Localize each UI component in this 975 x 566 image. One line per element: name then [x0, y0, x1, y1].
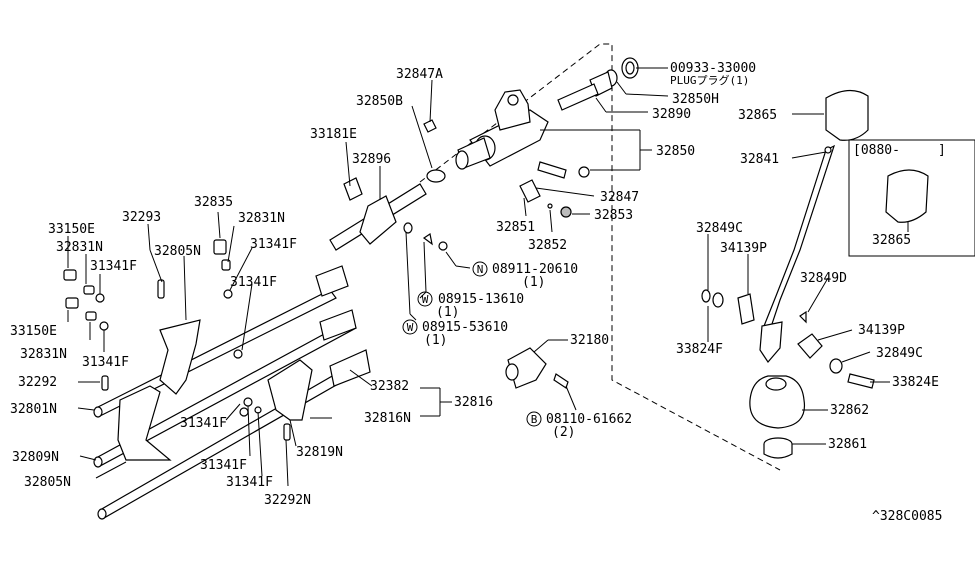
label-08911-20610: 08911-20610	[492, 262, 578, 277]
label-08915-53610: 08915-53610	[422, 320, 508, 335]
clip-32847A	[423, 119, 437, 133]
label-32865-inset: 32865	[872, 233, 911, 248]
shift-brackets	[315, 265, 371, 387]
label-08110-qty: (2)	[552, 425, 575, 440]
label-34139P-bottom: 34139P	[858, 323, 905, 338]
label-32292: 32292	[18, 375, 57, 390]
leader-lines	[67, 67, 909, 487]
label-32847A: 32847A	[396, 67, 443, 82]
shift-fork-1	[159, 319, 201, 395]
label-31341F-1: 31341F	[250, 237, 297, 252]
label-32382: 32382	[370, 379, 409, 394]
label-08911-qty: (1)	[522, 275, 545, 290]
label-32847: 32847	[600, 190, 639, 205]
label-31341F-4: 31341F	[82, 355, 129, 370]
seal-32850B	[426, 169, 446, 183]
label-32293: 32293	[122, 210, 161, 225]
switch-32180	[505, 347, 569, 389]
ring-32861	[763, 437, 793, 459]
shift-lever-32841	[759, 144, 836, 363]
inset-knob-32865	[885, 169, 929, 223]
interlock-balls	[95, 289, 262, 417]
label-32292N: 32292N	[264, 493, 311, 508]
label-08915-13610-qty: (1)	[436, 305, 459, 320]
label-32831N-bottom: 32831N	[20, 347, 67, 362]
shift-fork-3	[267, 359, 313, 421]
label-32853: 32853	[594, 208, 633, 223]
label-32816N: 32816N	[364, 411, 411, 426]
label-08915-53610-qty: (1)	[424, 333, 447, 348]
label-00933-33000: 00933-33000	[670, 61, 756, 76]
label-plug: PLUGプラグ(1)	[670, 73, 749, 87]
circled-letter-B: B	[526, 411, 542, 427]
label-32890: 32890	[652, 107, 691, 122]
circled-letter-W-1: W	[417, 291, 433, 307]
assembly-boundary	[419, 43, 781, 471]
shift-control-housing	[455, 89, 549, 170]
shift-fork-2	[117, 385, 172, 461]
label-32851: 32851	[496, 220, 535, 235]
label-32850B: 32850B	[356, 94, 403, 109]
label-32801N: 32801N	[10, 402, 57, 417]
label-32849C-bottom: 32849C	[876, 346, 923, 361]
label-32852: 32852	[528, 238, 567, 253]
label-32896: 32896	[352, 152, 391, 167]
boot-32862	[749, 375, 806, 429]
label-32849D: 32849D	[800, 271, 847, 286]
striking-rod-32896	[329, 177, 427, 251]
label-inset-code: [0880-	[853, 143, 900, 158]
label-31341F-7: 31341F	[226, 475, 273, 490]
svg-text:B: B	[531, 413, 538, 426]
rod-32850H	[557, 69, 618, 111]
circled-letter-N: N	[472, 261, 488, 277]
label-33150E-bottom: 33150E	[10, 324, 57, 339]
label-33824F: 33824F	[676, 342, 723, 357]
small-parts-32847-32853	[519, 161, 590, 218]
label-32816: 32816	[454, 395, 493, 410]
washers-08915	[403, 222, 448, 251]
circled-letter-W-2: W	[402, 319, 418, 335]
svg-text:N: N	[477, 263, 484, 276]
shift-knob-32865	[825, 89, 869, 141]
label-32819N: 32819N	[296, 445, 343, 460]
label-32835: 32835	[194, 195, 233, 210]
label-31341F-6: 31341F	[200, 458, 247, 473]
inset-box	[848, 139, 975, 257]
plug-part	[621, 57, 639, 79]
label-33181E: 33181E	[310, 127, 357, 142]
diagram-code: ^328C0085	[872, 509, 942, 524]
label-31341F-3: 31341F	[230, 275, 277, 290]
label-32180: 32180	[570, 333, 609, 348]
label-32805N-top: 32805N	[154, 244, 201, 259]
label-34139P-top: 34139P	[720, 241, 767, 256]
label-32862: 32862	[830, 403, 869, 418]
label-32849C-top: 32849C	[696, 221, 743, 236]
plugs-springs	[63, 239, 291, 441]
label-08110-61662: 08110-61662	[546, 412, 632, 427]
label-31341F-5: 31341F	[180, 416, 227, 431]
label-08915-13610: 08915-13610	[438, 292, 524, 307]
svg-text:W: W	[422, 293, 429, 306]
label-33150E-top: 33150E	[48, 222, 95, 237]
label-32805N-bottom: 32805N	[24, 475, 71, 490]
label-32831N-top: 32831N	[238, 211, 285, 226]
label-32850: 32850	[656, 144, 695, 159]
label-inset-bracket: ]	[938, 143, 946, 158]
label-31341F-2: 31341F	[90, 259, 137, 274]
label-33824E: 33824E	[892, 375, 939, 390]
label-32841: 32841	[740, 152, 779, 167]
label-32865-main: 32865	[738, 108, 777, 123]
label-32831N-left: 32831N	[56, 240, 103, 255]
lever-bushings	[701, 289, 875, 389]
label-32850H: 32850H	[672, 92, 719, 107]
label-32861: 32861	[828, 437, 867, 452]
label-32809N: 32809N	[12, 450, 59, 465]
svg-text:W: W	[407, 321, 414, 334]
